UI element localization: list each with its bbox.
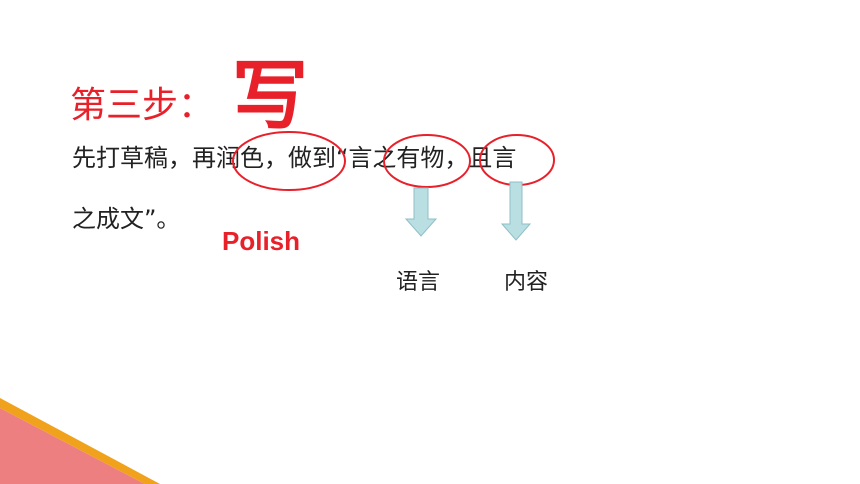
circle-language	[383, 134, 471, 188]
body-text-line-2: 之成文”。	[72, 205, 181, 233]
circle-polish	[232, 131, 346, 191]
body-text-line-1: 先打草稿，再润色，做到“言之有物，且言	[72, 144, 517, 172]
arrow-down-language	[404, 187, 438, 237]
language-label: 语言	[396, 270, 441, 295]
circle-content	[479, 134, 555, 186]
step-label: 第三步：	[70, 85, 215, 126]
content-label: 内容	[504, 270, 549, 295]
write-character: 写	[232, 51, 308, 140]
corner-orange-stripe	[0, 398, 160, 484]
arrow-down-content	[500, 181, 532, 241]
polish-label: Polish	[222, 226, 301, 256]
